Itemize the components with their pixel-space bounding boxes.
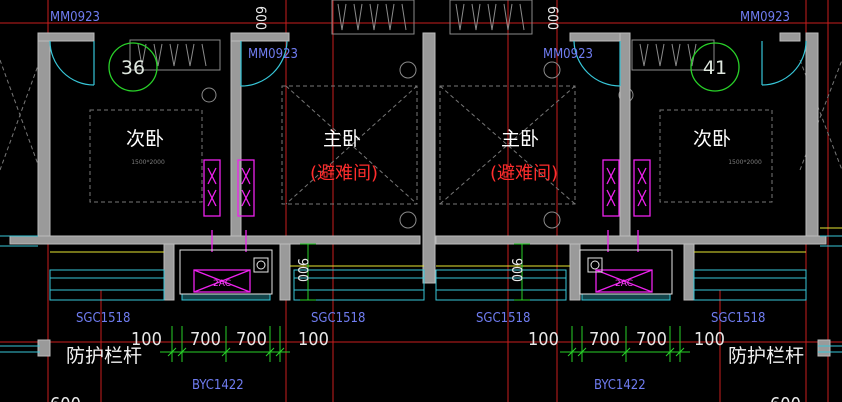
ventilation-ducts: [193, 159, 653, 293]
door-code-left-inner: MM0923: [248, 47, 298, 62]
walls: [9, 32, 831, 357]
room-label-left-secondary: 次卧: [126, 128, 164, 150]
window-code-1: SGC1518: [76, 311, 130, 326]
vertical-dim-top-left: 600: [252, 6, 268, 30]
yellow-edge-lines: [50, 227, 842, 267]
room-label-right-secondary: 次卧: [693, 128, 731, 150]
door-swings: [49, 40, 807, 87]
window-code-3: SGC1518: [476, 311, 530, 326]
door-code-top-right: MM0923: [740, 10, 790, 25]
dimension-7: 700: [636, 329, 667, 350]
ac-unit-boxes: [179, 249, 673, 295]
window-code-4: SGC1518: [711, 311, 765, 326]
furniture-dashed-outlines: [0, 59, 842, 205]
ac-tag-left: 2AC: [213, 279, 231, 289]
vertical-dim-mid-left: 900: [294, 258, 310, 282]
guardrail-label-right: 防护栏杆: [728, 345, 804, 367]
room-label-left-master: 主卧: [323, 128, 361, 150]
dimension-3: 700: [236, 329, 267, 350]
window-sills: [0, 235, 842, 353]
bay-window-code-right: BYC1422: [594, 378, 646, 393]
dimension-lines: [160, 243, 690, 362]
dimension-5: 100: [528, 329, 559, 350]
bed-size-left: 1500*2000: [131, 159, 165, 166]
vertical-dim-mid-right: 900: [508, 258, 524, 282]
ac-tag-right: 2AC: [615, 279, 633, 289]
dimension-4: 100: [298, 329, 329, 350]
bottom-partial-right: 600: [770, 394, 801, 402]
dimension-1: 100: [131, 329, 162, 350]
dimension-2: 700: [190, 329, 221, 350]
unit-number-left: 36: [121, 57, 145, 79]
bay-window-code-left: BYC1422: [192, 378, 244, 393]
guardrail-label-left: 防护栏杆: [66, 345, 142, 367]
window-code-2: SGC1518: [311, 311, 365, 326]
vertical-dim-top-right: 600: [544, 6, 560, 30]
refuge-label-left: (避难间): [310, 163, 378, 184]
door-code-top-left: MM0923: [50, 10, 100, 25]
refuge-label-right: (避难间): [490, 163, 558, 184]
bed-size-right: 1500*2000: [728, 159, 762, 166]
unit-circles: [108, 42, 740, 92]
door-code-right-inner: MM0923: [543, 47, 593, 62]
bottom-partial-left: 600: [50, 394, 81, 402]
unit-number-right: 41: [703, 57, 727, 79]
dimension-6: 700: [589, 329, 620, 350]
dimension-8: 100: [694, 329, 725, 350]
room-label-right-master: 主卧: [501, 128, 539, 150]
